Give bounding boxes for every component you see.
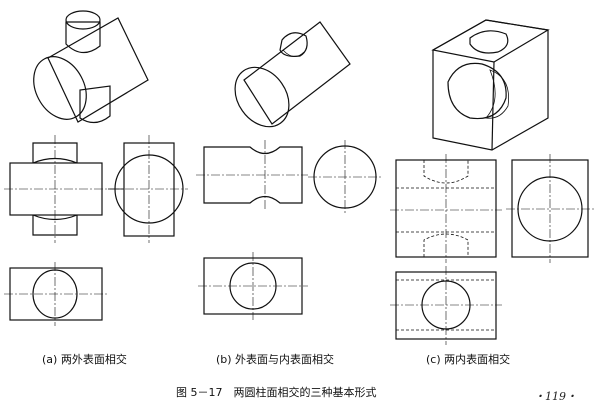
panel-a-label: (a) 两外表面相交 [42,352,127,366]
panel-a: (a) 两外表面相交 [4,10,188,366]
panel-b-isometric-view [234,21,351,128]
panel-b: (b) 外表面与内表面相交 [196,21,382,366]
panel-a-top-view [4,262,108,326]
panel-c-side-view [506,154,594,263]
panel-a-isometric-view [33,10,149,124]
panel-b-front-view [196,140,308,210]
figure-caption: 图 5－17 两圆柱面相交的三种基本形式 [176,385,377,399]
page-number: ・119・ [534,390,577,403]
panel-c: (c) 两内表面相交 [390,19,594,366]
panel-b-side-view [308,140,382,214]
panel-a-front-view [4,135,108,243]
panel-b-label: (b) 外表面与内表面相交 [216,352,334,366]
panel-c-front-view [390,154,502,263]
panel-b-top-view [198,252,308,320]
panel-c-isometric-view [431,19,550,151]
panel-a-side-view [108,135,188,243]
panel-c-label: (c) 两内表面相交 [426,352,510,366]
panel-c-top-view [390,266,502,345]
